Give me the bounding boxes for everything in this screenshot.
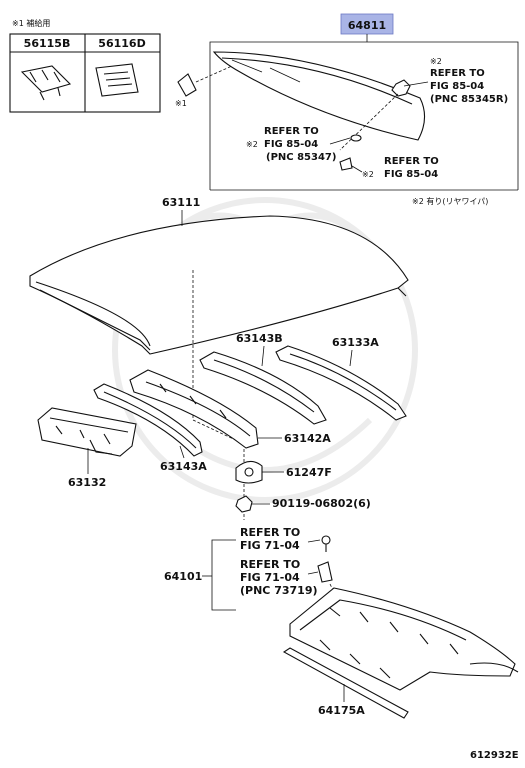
rear-window-group: 64811 ※1 ※2 REFER TO FIG 85-04 (PNC [175, 13, 519, 206]
part-64175a[interactable]: 64175A [318, 704, 365, 717]
wiper-footnote: ※2 有り(リヤワイパ) [412, 196, 488, 206]
ref-left-line1: REFER TO [264, 126, 319, 137]
front-header-63132[interactable] [37, 407, 137, 457]
wiper-cap[interactable] [339, 157, 353, 171]
badge-icon [95, 63, 139, 97]
part-63143b[interactable]: 63143B [236, 332, 283, 345]
tray-clip-icon[interactable] [321, 535, 331, 552]
bolt-icon[interactable] [235, 495, 253, 513]
ref-a-line1: REFER TO [240, 526, 300, 539]
ref-right-line2[interactable]: FIG 85-04 [384, 169, 438, 180]
diagram-id: 612932E [470, 750, 519, 761]
part-63142a[interactable]: 63142A [284, 432, 331, 445]
ref-b-line3: (PNC 73719) [240, 584, 318, 597]
ref-top-line1: REFER TO [430, 68, 485, 79]
part-63133a[interactable]: 63133A [332, 336, 379, 349]
ref-top-line2[interactable]: FIG 85-04 [430, 81, 484, 92]
note1-mark: ※1 [175, 99, 187, 108]
legend-part-56116d[interactable]: 56116D [98, 37, 145, 50]
part-90119[interactable]: 90119-06802(6) [272, 497, 371, 510]
clip-icon [20, 65, 72, 101]
ref-b-line2[interactable]: FIG 71-04 [240, 571, 300, 584]
ref-right-line1: REFER TO [384, 156, 439, 167]
legend-note: ※1 補給用 [12, 18, 50, 28]
ref-left-line2[interactable]: FIG 85-04 [264, 139, 318, 150]
weatherstrip-64175a[interactable] [282, 647, 409, 719]
part-63111[interactable]: 63111 [162, 196, 200, 209]
roof-brace-63142a[interactable] [129, 369, 259, 449]
package-tray-group: REFER TO FIG 71-04 REFER TO FIG 71-04 (P… [164, 526, 519, 719]
rear-window-glass[interactable] [212, 51, 426, 141]
package-tray-panel[interactable] [289, 587, 519, 691]
wiper-nut[interactable] [391, 79, 429, 97]
tray-bracket-icon[interactable] [317, 561, 333, 583]
roof-rail-63133a[interactable] [275, 345, 407, 421]
ref-left-line3: (PNC 85347) [266, 152, 336, 163]
part-63132[interactable]: 63132 [68, 476, 106, 489]
part-64101[interactable]: 64101 [164, 570, 202, 583]
roof-rail-63143b[interactable] [199, 351, 327, 425]
roof-rail-63143a[interactable] [93, 383, 203, 457]
ref-right-mark: ※2 [362, 170, 374, 179]
ref-top-line3: (PNC 85345R) [430, 94, 508, 105]
ref-b-line1: REFER TO [240, 558, 300, 571]
ref-top-mark: ※2 [430, 57, 442, 66]
ref-a-line2[interactable]: FIG 71-04 [240, 539, 300, 552]
roof-panel[interactable] [29, 215, 409, 355]
part-63143a[interactable]: 63143A [160, 460, 207, 473]
legend-part-56115b[interactable]: 56115B [24, 37, 71, 50]
bracket-61247f[interactable] [235, 460, 263, 484]
part-61247f[interactable]: 61247F [286, 466, 332, 479]
wiper-grommet[interactable] [350, 134, 362, 142]
part-64811[interactable]: 64811 [348, 19, 386, 32]
ref-left-mark: ※2 [246, 140, 258, 149]
window-clip[interactable] [177, 65, 233, 97]
legend-box: ※1 補給用 56115B 56116D [9, 18, 161, 113]
